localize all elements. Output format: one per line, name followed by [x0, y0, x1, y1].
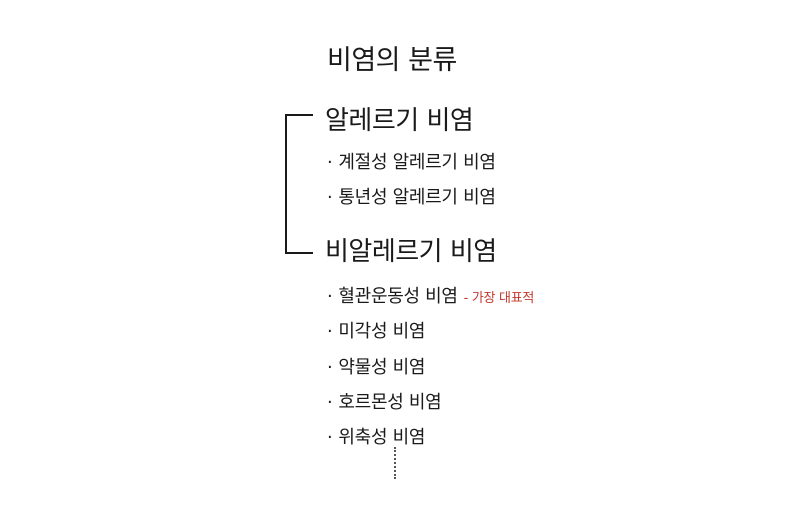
item-label: 혈관운동성 비염: [338, 286, 458, 307]
item-label: 위축성 비염: [338, 427, 426, 448]
item-note: - 가장 대표적: [463, 291, 535, 306]
bracket-vertical-line: [285, 114, 287, 254]
list-item: ·약물성 비염: [327, 353, 425, 379]
bracket-branch-line-allergic: [285, 114, 313, 116]
list-item: ·호르몬성 비염: [327, 388, 442, 414]
list-item: ·혈관운동성 비염 - 가장 대표적: [327, 282, 534, 308]
diagram-title: 비염의 분류: [327, 45, 457, 76]
bullet: ·: [327, 286, 333, 307]
list-item: ·미각성 비염: [327, 317, 425, 343]
bullet: ·: [327, 427, 333, 448]
item-label: 계절성 알레르기 비염: [338, 152, 496, 173]
bracket-branch-line-nonallergic: [285, 252, 313, 254]
list-item: ·통년성 알레르기 비염: [327, 183, 496, 209]
item-label: 통년성 알레르기 비염: [338, 187, 496, 208]
tree-bracket: [285, 114, 313, 254]
item-label: 호르몬성 비염: [338, 392, 442, 413]
item-label: 미각성 비염: [338, 321, 426, 342]
bullet: ·: [327, 392, 333, 413]
bullet: ·: [327, 152, 333, 173]
continuation-dots: [394, 447, 396, 479]
list-item: ·위축성 비염: [327, 423, 425, 449]
bullet: ·: [327, 187, 333, 208]
category-allergic-rhinitis: 알레르기 비염: [325, 106, 474, 136]
item-label: 약물성 비염: [338, 357, 426, 378]
bullet: ·: [327, 357, 333, 378]
category-nonallergic-rhinitis: 비알레르기 비염: [325, 237, 497, 267]
list-item: ·계절성 알레르기 비염: [327, 148, 496, 174]
bullet: ·: [327, 321, 333, 342]
